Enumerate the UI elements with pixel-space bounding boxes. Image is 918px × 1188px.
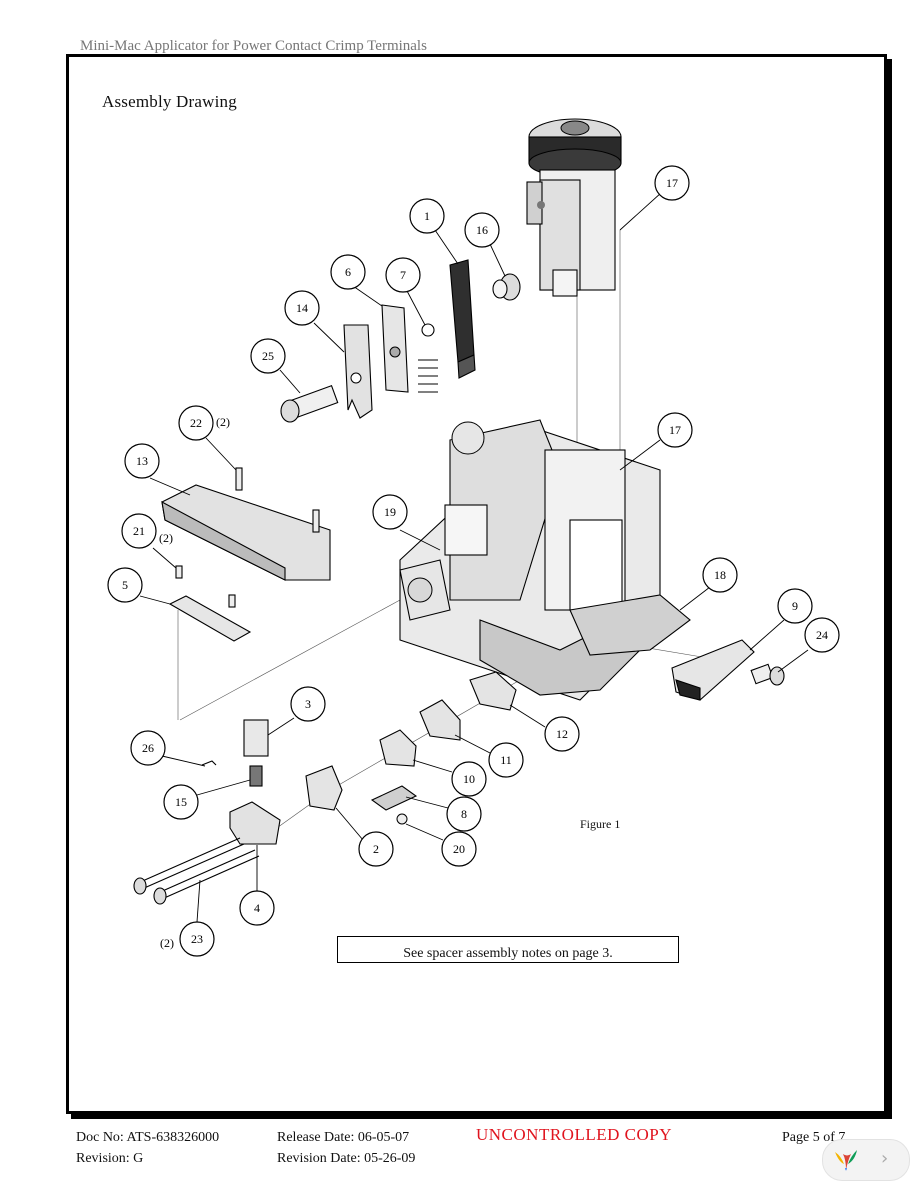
svg-text:1: 1 bbox=[424, 209, 430, 223]
footer-doc-info: Doc No: ATS-638326000 Revision: G bbox=[76, 1127, 219, 1169]
callout-9: 9 bbox=[777, 588, 813, 624]
svg-text:21: 21 bbox=[133, 524, 145, 538]
callout-16: 16 bbox=[464, 212, 500, 248]
svg-text:12: 12 bbox=[556, 727, 568, 741]
leader-lines bbox=[139, 182, 809, 923]
revision-date: Revision Date: 05-26-09 bbox=[277, 1151, 416, 1166]
applicator-body bbox=[399, 419, 691, 701]
callout-11: 11 bbox=[488, 742, 524, 778]
callout-10: 10 bbox=[451, 761, 487, 797]
svg-text:6: 6 bbox=[345, 265, 351, 279]
part-17-ram-wheel bbox=[526, 118, 622, 297]
callout-3: 3 bbox=[290, 686, 326, 722]
part-1-plate bbox=[449, 259, 476, 379]
callout-26: 26 bbox=[130, 730, 166, 766]
callout-13: 13 bbox=[124, 443, 160, 479]
figure-label: Figure 1 bbox=[580, 817, 621, 831]
callout-5: 5 bbox=[107, 567, 143, 603]
doc-number: Doc No: ATS-638326000 bbox=[76, 1130, 220, 1145]
callout-1: 1 bbox=[409, 198, 445, 234]
svg-text:7: 7 bbox=[400, 268, 406, 282]
svg-text:19: 19 bbox=[384, 505, 396, 519]
callout-23: 23 bbox=[179, 921, 215, 957]
part-25-screw bbox=[280, 384, 339, 423]
svg-text:4: 4 bbox=[254, 901, 260, 915]
callout-12: 12 bbox=[544, 716, 580, 752]
uncontrolled-copy-stamp: UNCONTROLLED COPY bbox=[476, 1125, 672, 1144]
viewer-page-control[interactable]: › bbox=[822, 1139, 910, 1181]
svg-text:8: 8 bbox=[461, 807, 467, 821]
part-26-pin bbox=[201, 760, 217, 766]
callout-7: 7 bbox=[385, 257, 421, 293]
running-header-title: Mini-Mac Applicator for Power Contact Cr… bbox=[80, 38, 427, 54]
release-date: Release Date: 06-05-07 bbox=[277, 1130, 410, 1145]
callout-20: 20 bbox=[441, 831, 477, 867]
qty-note-21: (2) bbox=[159, 531, 173, 545]
colorful-bird-logo-icon bbox=[835, 1150, 857, 1171]
part-9-bracket bbox=[671, 639, 755, 701]
parts-spacers bbox=[370, 671, 517, 825]
svg-text:25: 25 bbox=[262, 349, 274, 363]
part-6-plate bbox=[381, 304, 409, 393]
svg-text:24: 24 bbox=[816, 628, 828, 642]
part-7-spring bbox=[418, 323, 438, 393]
svg-text:5: 5 bbox=[122, 578, 128, 592]
callout-25: 25 bbox=[250, 338, 286, 374]
part-23-screws bbox=[133, 837, 260, 905]
svg-text:17: 17 bbox=[669, 423, 681, 437]
callout-4: 4 bbox=[239, 890, 275, 926]
qty-note-23: (2) bbox=[160, 936, 174, 950]
page-number: Page 5 of 7 bbox=[782, 1130, 846, 1145]
callout-15: 15 bbox=[163, 784, 199, 820]
svg-text:26: 26 bbox=[142, 741, 154, 755]
callout-14: 14 bbox=[284, 290, 320, 326]
part-16-bushing bbox=[492, 273, 521, 301]
parts-lower bbox=[229, 719, 343, 845]
qty-note-22: (2) bbox=[216, 415, 230, 429]
svg-text:11: 11 bbox=[500, 753, 512, 767]
part-24-screw bbox=[750, 663, 785, 686]
callout-22: 22 bbox=[178, 405, 214, 441]
svg-text:20: 20 bbox=[453, 842, 465, 856]
callout-17-lower: 17 bbox=[657, 412, 693, 448]
svg-text:23: 23 bbox=[191, 932, 203, 946]
svg-text:22: 22 bbox=[190, 416, 202, 430]
callout-6: 6 bbox=[330, 254, 366, 290]
revision: Revision: G bbox=[76, 1151, 144, 1166]
part-13-plate bbox=[161, 467, 331, 581]
svg-text:10: 10 bbox=[463, 772, 475, 786]
svg-text:13: 13 bbox=[136, 454, 148, 468]
callout-18: 18 bbox=[702, 557, 738, 593]
callout-19: 19 bbox=[372, 494, 408, 530]
svg-text:3: 3 bbox=[305, 697, 311, 711]
spacer-note-box: See spacer assembly notes on page 3. bbox=[337, 936, 679, 963]
callout-21: 21 bbox=[121, 513, 157, 549]
svg-text:9: 9 bbox=[792, 599, 798, 613]
section-title: Assembly Drawing bbox=[102, 92, 237, 111]
svg-text:2: 2 bbox=[373, 842, 379, 856]
callout-2: 2 bbox=[358, 831, 394, 867]
footer-dates: Release Date: 06-05-07 Revision Date: 05… bbox=[277, 1127, 415, 1169]
part-14-plate bbox=[343, 324, 373, 419]
part-5-slide bbox=[168, 565, 252, 642]
svg-text:15: 15 bbox=[175, 795, 187, 809]
svg-text:17: 17 bbox=[666, 176, 678, 190]
svg-text:16: 16 bbox=[476, 223, 488, 237]
callout-17-upper: 17 bbox=[654, 165, 690, 201]
svg-text:18: 18 bbox=[714, 568, 726, 582]
callout-24: 24 bbox=[804, 617, 840, 653]
callout-8: 8 bbox=[446, 796, 482, 832]
chevron-right-icon[interactable]: › bbox=[881, 1148, 889, 1169]
svg-text:14: 14 bbox=[296, 301, 308, 315]
